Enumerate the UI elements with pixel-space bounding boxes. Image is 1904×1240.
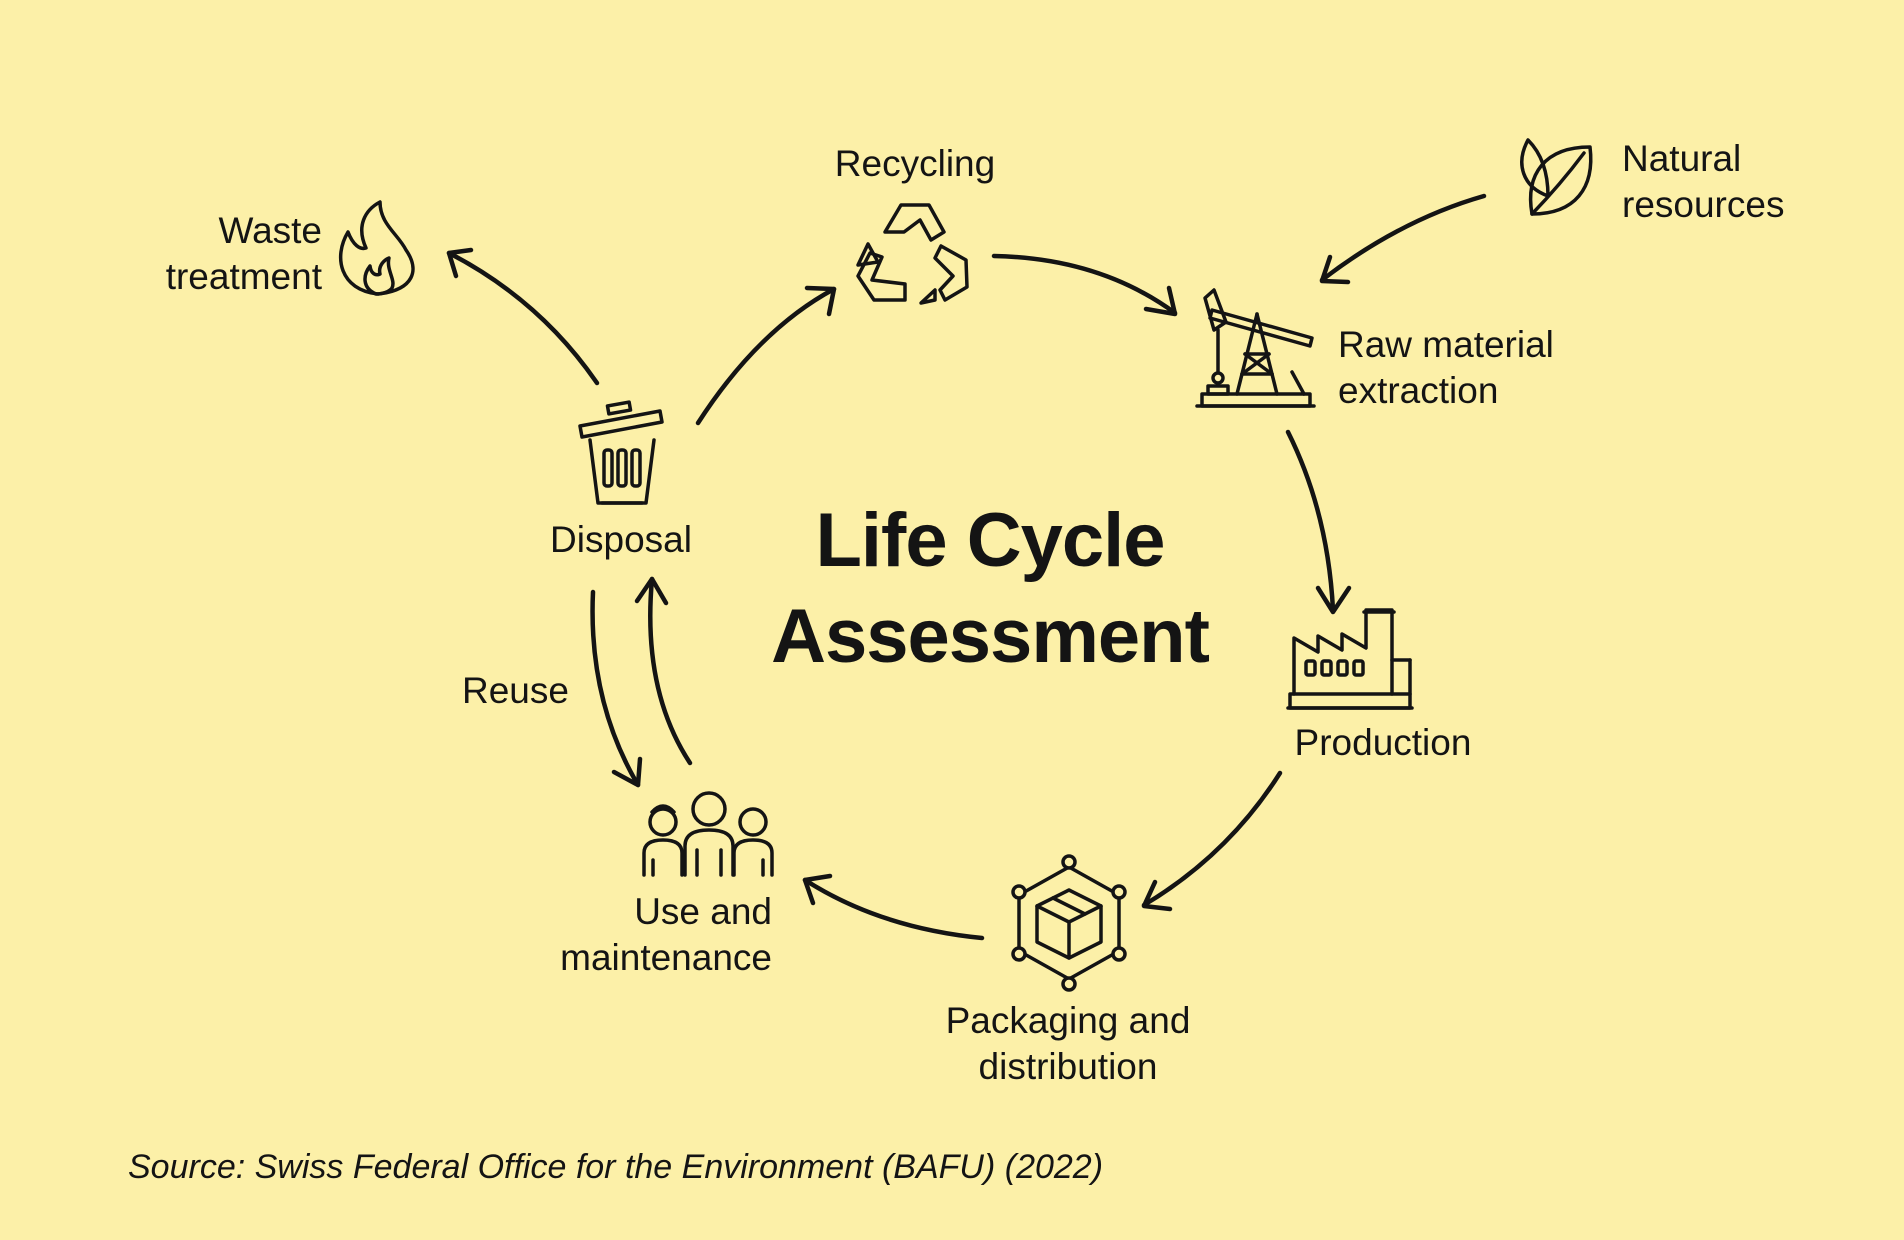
arrow-raw-to-production	[1285, 429, 1352, 615]
waste-treatment-label: Waste treatment	[165, 210, 322, 297]
diagram-title: Life Cycle Assessment	[740, 493, 1240, 685]
disposal-label: Disposal	[550, 519, 692, 560]
arrow-packaging-to-use	[802, 873, 985, 941]
arrow-recycling-to-raw	[991, 253, 1178, 317]
packaging-label: Packaging and distribution	[945, 1000, 1191, 1087]
title-line-1: Life Cycle	[815, 498, 1165, 583]
arrow-production-to-packaging	[1141, 770, 1283, 912]
use-maintenance-label: Use and maintenance	[560, 891, 772, 978]
title-line-2: Assessment	[771, 594, 1210, 679]
recycle-icon	[856, 203, 969, 305]
arrow-disposal-to-recycling	[695, 285, 837, 426]
leaf-icon	[1520, 138, 1593, 216]
arrow-use-to-disposal	[634, 576, 693, 766]
reuse-label: Reuse	[462, 670, 569, 711]
recycling-label: Recycling	[834, 143, 996, 184]
package-network-icon	[1011, 854, 1127, 992]
arrow-disposal-to-waste	[446, 247, 600, 386]
arrow-disposal-to-use	[590, 589, 643, 788]
flame-icon	[339, 200, 415, 296]
source-note: Source: Swiss Federal Office for the Env…	[128, 1148, 1104, 1186]
oil-pump-icon	[1195, 288, 1316, 408]
people-group-icon	[642, 791, 774, 877]
arrow-natural-to-raw	[1319, 193, 1487, 285]
natural-resources-label: Natural resources	[1622, 138, 1785, 225]
raw-material-label: Raw material extraction	[1338, 324, 1554, 411]
trash-bin-icon	[578, 400, 664, 505]
production-label: Production	[1294, 722, 1472, 763]
factory-icon	[1286, 608, 1414, 710]
